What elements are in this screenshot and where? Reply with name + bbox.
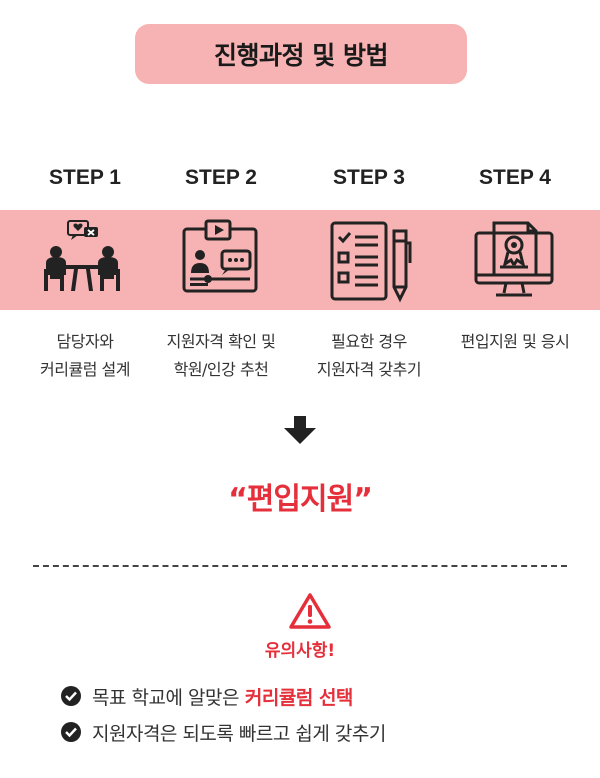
step-3-description: 필요한 경우 지원자격 갖추기 xyxy=(316,332,422,379)
step-1-label: STEP 1 xyxy=(49,166,121,189)
step-4-label: STEP 4 xyxy=(479,166,551,189)
page-title: 진행과정 및 방법 xyxy=(135,24,467,84)
step-1-description: 담당자와 커리큘럼 설계 xyxy=(40,332,130,379)
highlight-text: “편입지원” xyxy=(228,482,373,517)
online-certificate-icon xyxy=(474,221,554,297)
online-lecture-icon xyxy=(182,219,258,293)
checklist-icon xyxy=(330,221,412,303)
notice-item-2-text: 지원자격은 되도록 빠르고 쉽게 갖추기 xyxy=(92,722,386,745)
check-circle-icon xyxy=(61,686,81,706)
notice-title: 유의사항! xyxy=(264,641,336,661)
dashed-divider xyxy=(33,565,567,567)
warning-icon xyxy=(289,593,331,629)
notice-item-1-emphasis: 커리큘럼 선택 xyxy=(244,686,354,709)
step-4-description: 편입지원 및 응시 xyxy=(460,332,570,351)
arrow-down-icon xyxy=(284,416,316,444)
check-circle-icon xyxy=(61,722,81,742)
notice-item-2: 지원자격은 되도록 빠르고 쉽게 갖추기 xyxy=(60,718,386,746)
consultation-meeting-icon xyxy=(44,220,120,291)
notice-item-1: 목표 학교에 알맞은 커리큘럼 선택 xyxy=(60,682,353,710)
step-2-description: 지원자격 확인 및 학원/인강 추천 xyxy=(166,332,276,379)
notice-item-1-text: 목표 학교에 알맞은 xyxy=(92,686,239,709)
step-3-label: STEP 3 xyxy=(333,166,405,189)
step-2-label: STEP 2 xyxy=(185,166,257,189)
